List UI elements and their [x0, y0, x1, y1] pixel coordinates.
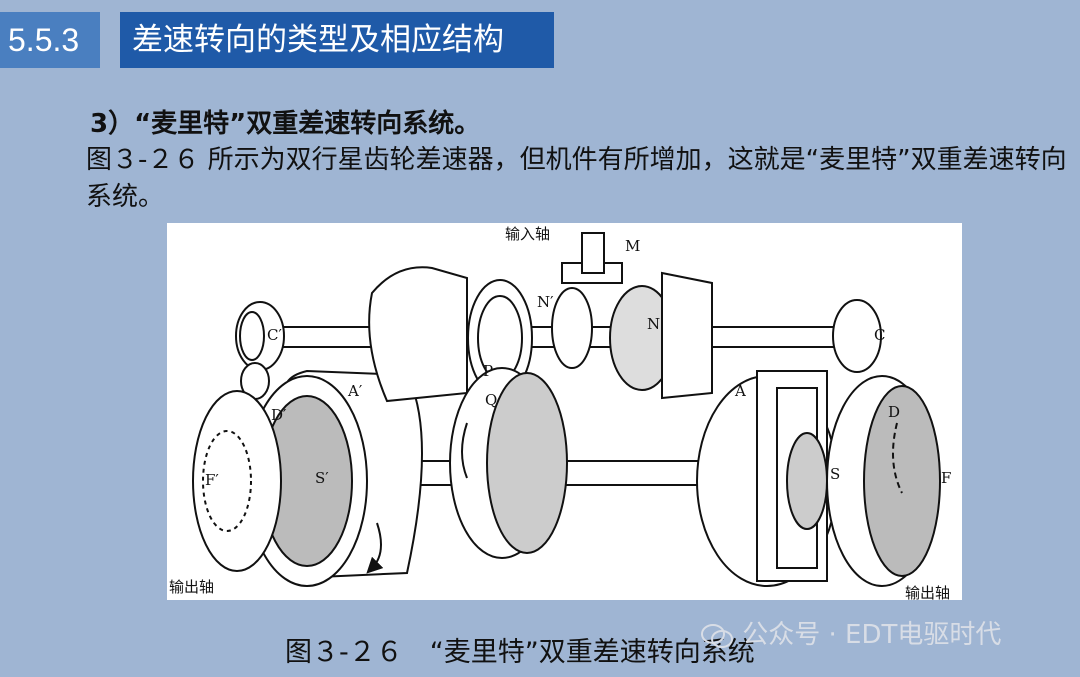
watermark-text: 公众号 · EDT电驱时代: [742, 620, 1002, 650]
diagram-svg: 输入轴 M N′ N P Q C′ C A′ A D′ D S′ S F′ F …: [169, 225, 951, 600]
section-title: 差速转向的类型及相应结构: [120, 12, 554, 68]
subheading: 3）“麦里特”双重差速转向系统。: [90, 109, 481, 139]
label-S: S: [830, 465, 840, 483]
label-S-prime: S′: [315, 469, 329, 487]
wechat-icon: [701, 623, 733, 648]
label-D: D: [888, 403, 900, 421]
label-F-prime: F′: [205, 471, 219, 489]
label-output-shaft-left: 输出轴: [169, 578, 214, 596]
mechanism-diagram: 输入轴 M N′ N P Q C′ C A′ A D′ D S′ S F′ F …: [167, 223, 962, 600]
label-F: F: [941, 469, 951, 487]
label-N: N: [647, 315, 660, 333]
label-P: P: [483, 362, 493, 380]
body-paragraph: 图３-２６ 所示为双行星齿轮差速器，但机件有所增加，这就是“麦里特”双重差速转向…: [86, 145, 1067, 212]
label-M: M: [625, 237, 640, 255]
label-Q: Q: [485, 391, 497, 409]
label-input-shaft: 输入轴: [505, 225, 550, 243]
label-output-shaft-right: 输出轴: [905, 584, 950, 600]
label-C: C: [874, 326, 885, 344]
label-A: A: [734, 382, 746, 400]
label-C-prime: C′: [267, 326, 282, 344]
section-number: 5.5.3: [0, 12, 100, 68]
label-D-prime: D′: [271, 406, 287, 424]
figure-caption: 图３-２６ “麦里特”双重差速转向系统: [285, 637, 755, 668]
label-N-prime: N′: [537, 293, 554, 311]
watermark: 公众号 · EDT电驱时代: [700, 614, 1001, 651]
label-A-prime: A′: [347, 382, 363, 400]
